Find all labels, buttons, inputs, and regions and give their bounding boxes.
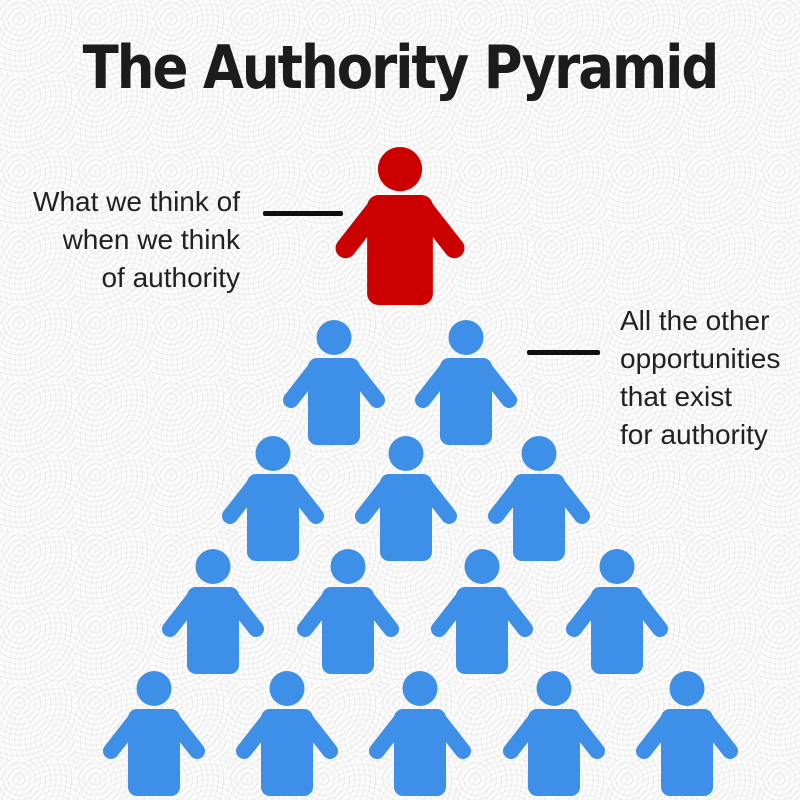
annotation-line: when we think: [62, 224, 240, 255]
person-icon: [634, 671, 740, 796]
annotation-line: that exist: [620, 381, 733, 412]
annotation-line: All the other: [620, 305, 770, 336]
left-pointer-line: [263, 211, 343, 216]
person-icon: [295, 549, 401, 674]
annotation-line: of authority: [101, 262, 240, 293]
person-icon: [101, 671, 207, 796]
person-icon: [160, 549, 266, 674]
person-icon: [564, 549, 670, 674]
person-icon: [281, 320, 387, 445]
annotation-line: What we think of: [33, 186, 240, 217]
person-icon: [501, 671, 607, 796]
left-annotation: What we think of when we think of author…: [16, 183, 240, 297]
annotation-line: opportunities: [620, 343, 781, 374]
person-icon: [353, 436, 459, 561]
person-icon: [367, 671, 473, 796]
person-icon: [220, 436, 326, 561]
person-icon: [413, 320, 519, 445]
authority-person-icon: [333, 147, 467, 305]
right-pointer-line: [527, 350, 600, 355]
annotation-line: for authority: [620, 419, 768, 450]
person-icon: [429, 549, 535, 674]
right-annotation: All the other opportunities that exist f…: [620, 302, 800, 454]
page-title: The Authority Pyramid: [82, 34, 720, 103]
person-icon: [234, 671, 340, 796]
person-icon: [486, 436, 592, 561]
